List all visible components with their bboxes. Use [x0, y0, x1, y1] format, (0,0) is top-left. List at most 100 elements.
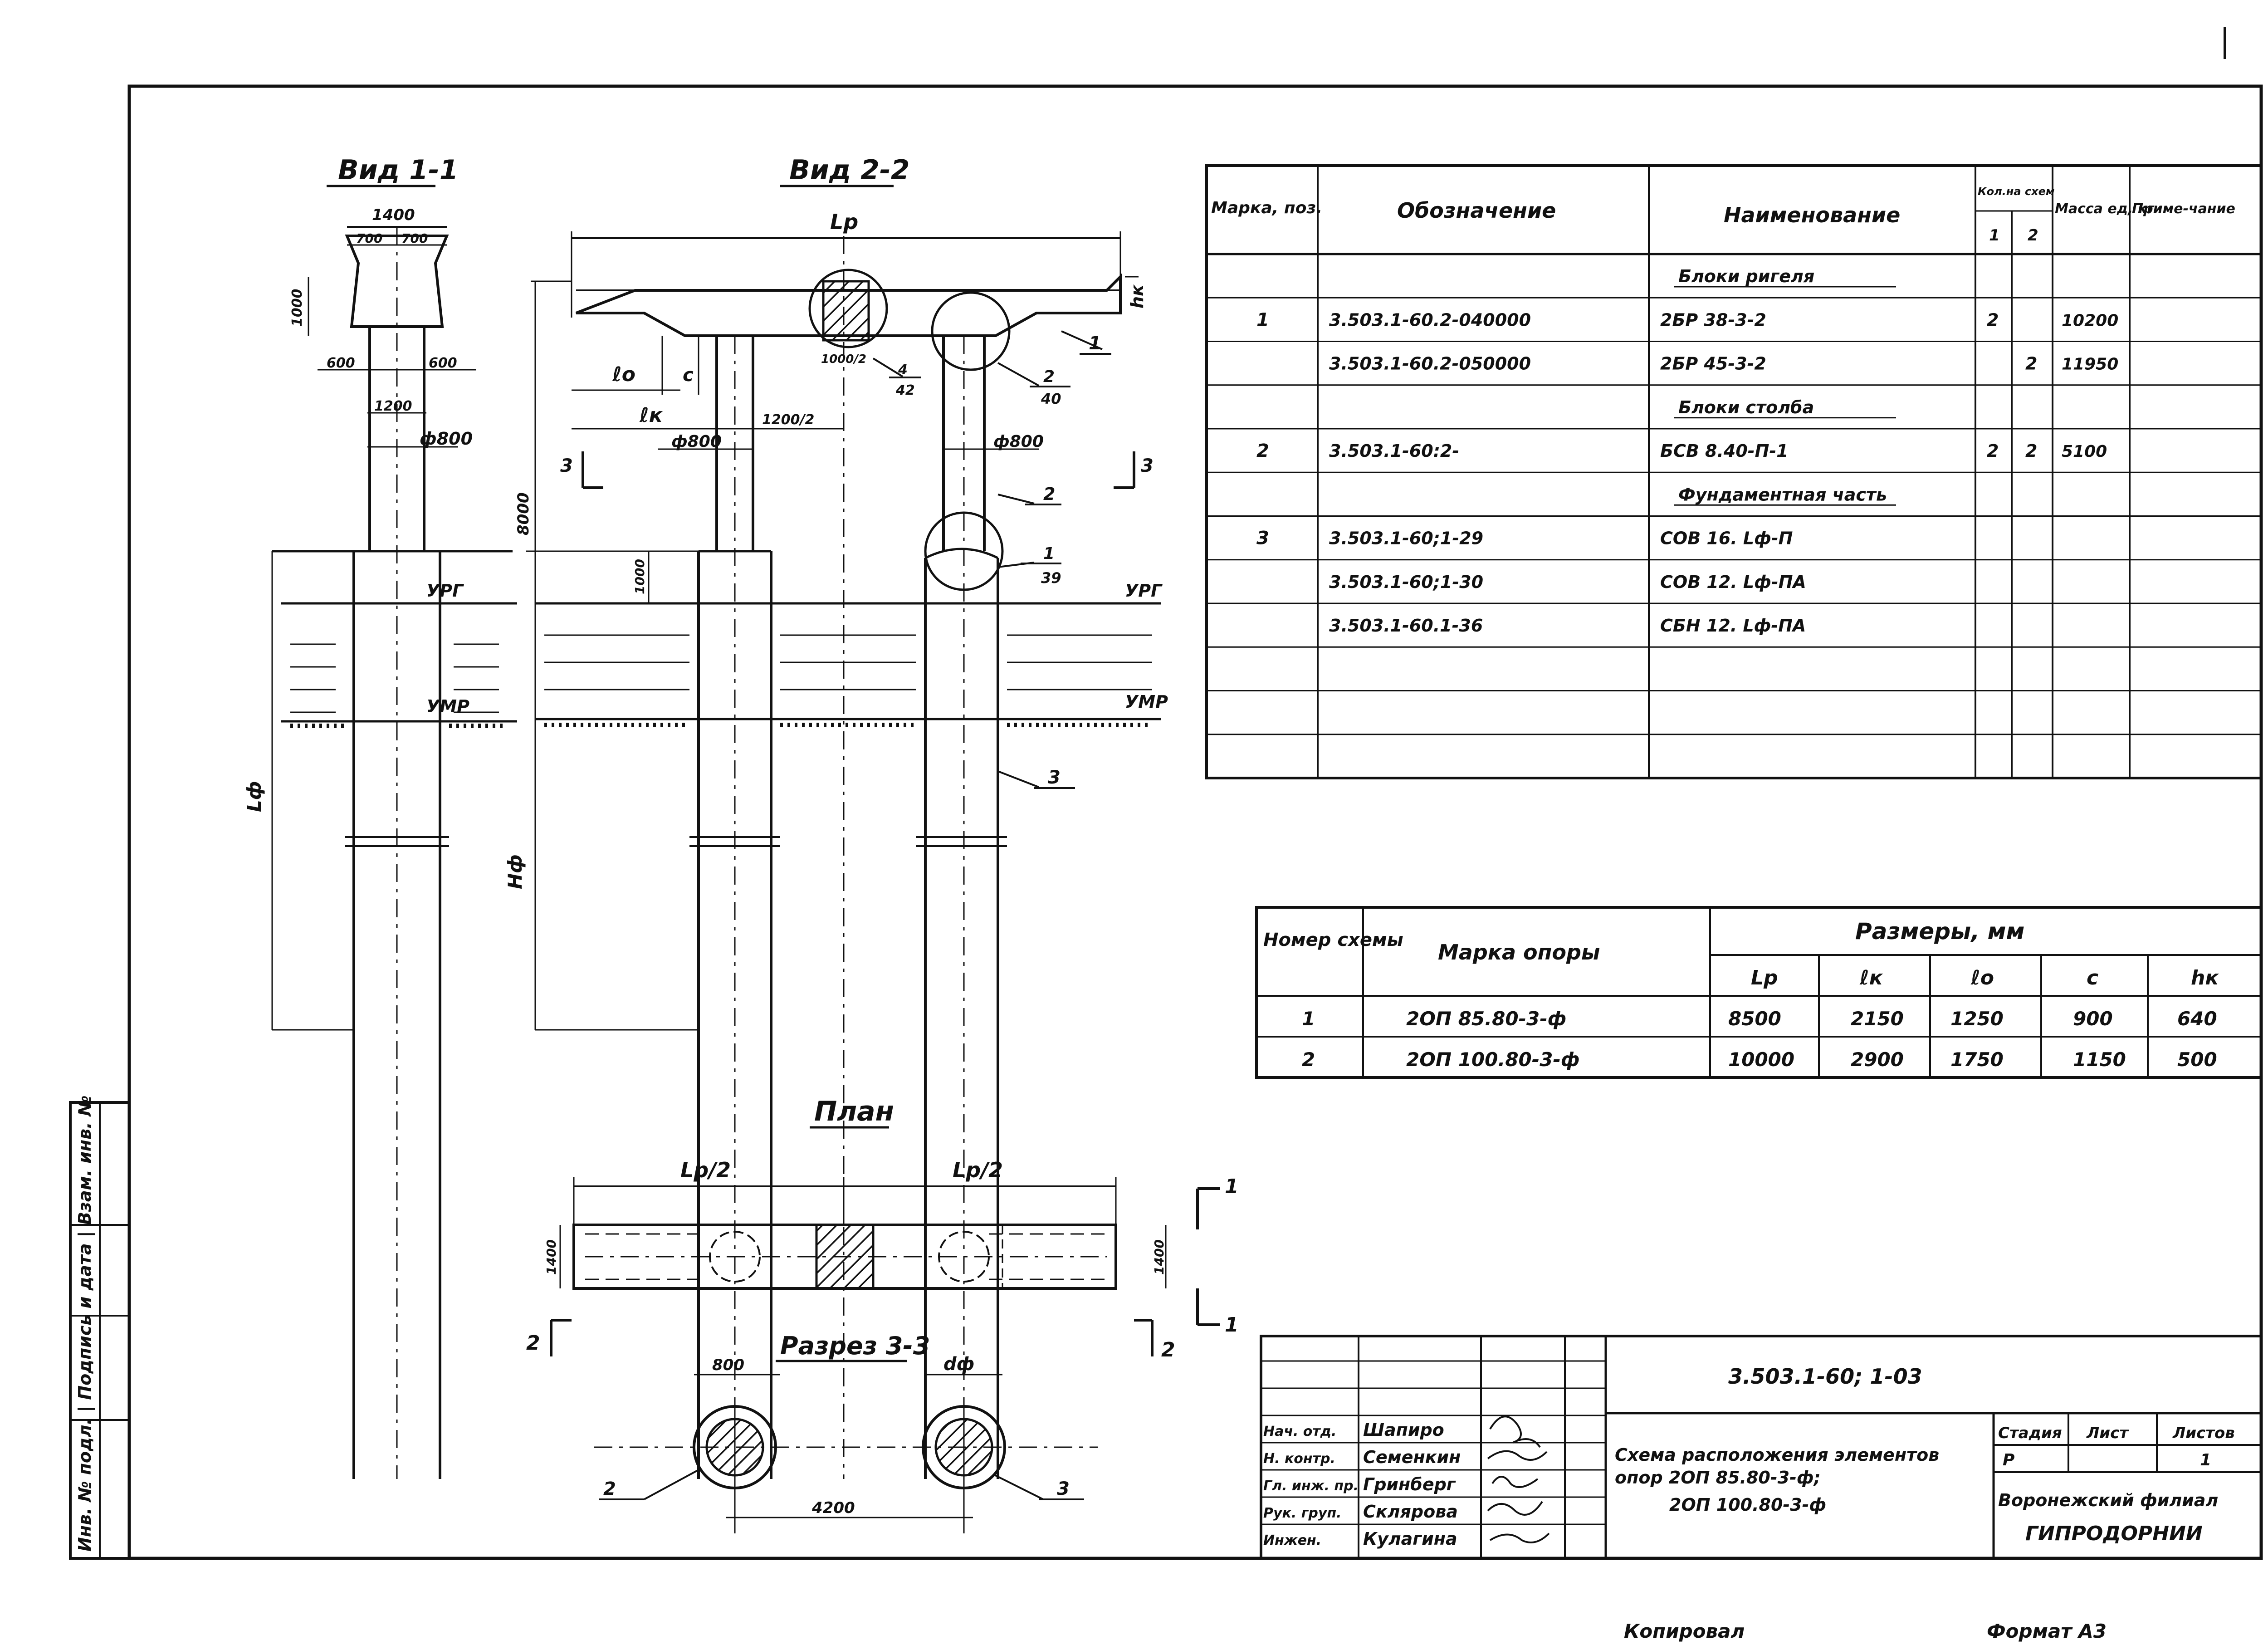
svg-text:Кол.на схем: Кол.на схем — [1978, 185, 2055, 198]
svg-text:ф800: ф800 — [671, 432, 722, 451]
plan-view: План Lр/2 Lр/2 1400 1400 1 1 2 — [526, 1096, 1239, 1361]
size-cell-hk: 640 — [2177, 1008, 2217, 1030]
svg-text:Lф: Lф — [243, 781, 265, 812]
svg-text:Lр/2: Lр/2 — [953, 1158, 1003, 1182]
svg-text:2ОП 100.80-3-ф: 2ОП 100.80-3-ф — [1669, 1495, 1826, 1515]
spec-cell-marka: 3 — [1256, 528, 1269, 549]
stamp-person: Инжен. Кулагина — [1263, 1529, 1457, 1549]
spec-cell-naim: Фундаментная часть — [1678, 485, 1887, 504]
spec-cell-oboz: 3.503.1-60.2-050000 — [1329, 354, 1531, 374]
spec-cell-naim: 2БР 45-3-2 — [1660, 354, 1766, 374]
svg-text:Лист: Лист — [2086, 1424, 2129, 1442]
size-cell-c: 1150 — [2073, 1048, 2126, 1071]
stamp-name: Семенкин — [1363, 1447, 1461, 1467]
stamp-code: 3.503.1-60; 1-03 — [1728, 1364, 1922, 1389]
svg-text:ℓо: ℓо — [1970, 966, 1994, 989]
spec-cell-oboz: 3.503.1-60:2- — [1329, 441, 1459, 461]
stamp-role: Н. контр. — [1263, 1451, 1335, 1467]
spec-row: Блоки столба — [1207, 384, 2261, 419]
svg-text:3: 3 — [1048, 767, 1061, 788]
svg-text:40: 40 — [1041, 390, 1061, 407]
spec-cell-marka: 2 — [1256, 441, 1269, 461]
svg-text:Размеры, мм: Размеры, мм — [1855, 918, 2024, 945]
svg-text:1: 1 — [1989, 226, 2000, 245]
svg-text:УРГ: УРГ — [1125, 581, 1163, 601]
section-3-3-title: Разрез 3-3 — [780, 1332, 930, 1360]
spec-cell-massa: 10200 — [2062, 311, 2118, 330]
svg-text:1200: 1200 — [374, 398, 412, 414]
svg-text:3: 3 — [1141, 455, 1154, 476]
svg-text:Lр/2: Lр/2 — [680, 1158, 731, 1182]
svg-text:1000: 1000 — [289, 289, 305, 327]
svg-text:опор 2ОП 85.80-3-ф;: опор 2ОП 85.80-3-ф; — [1615, 1468, 1821, 1488]
stamp-role: Инжен. — [1263, 1532, 1321, 1548]
svg-text:2: 2 — [1043, 484, 1055, 504]
svg-text:Марка, поз.: Марка, поз. — [1211, 199, 1322, 217]
svg-text:ф800: ф800 — [993, 432, 1044, 451]
svg-text:Наименование: Наименование — [1724, 203, 1900, 227]
svg-text:УМР: УМР — [426, 696, 469, 716]
svg-text:1000: 1000 — [632, 559, 647, 594]
spec-cell-oboz: 3.503.1-60;1-30 — [1329, 572, 1483, 592]
spec-cell-naim: 2БР 38-3-2 — [1660, 310, 1766, 330]
svg-text:с: с — [683, 365, 694, 386]
svg-text:с: с — [2087, 966, 2098, 989]
svg-text:Номер схемы: Номер схемы — [1263, 930, 1403, 950]
svg-text:hк: hк — [2191, 966, 2219, 989]
stamp-name: Склярова — [1363, 1502, 1458, 1522]
svg-text:2: 2 — [526, 1332, 540, 1355]
stamp-person: Рук. груп.Склярова — [1263, 1502, 1458, 1522]
view-2-2: Вид 2-2 Lр hк 1000/2 1 2 40 4 42 ℓо с — [504, 154, 1168, 1479]
view-1-1: Вид 1-1 1400 700 700 1000 600 600 1200 ф… — [243, 154, 517, 1479]
stamp-role: Нач. отд. — [1263, 1424, 1336, 1439]
stamp-name: Гринберг — [1363, 1474, 1456, 1494]
svg-text:УРГ: УРГ — [426, 581, 464, 601]
svg-text:ℓк: ℓк — [639, 404, 663, 427]
svg-text:1400: 1400 — [544, 1239, 559, 1275]
size-cell-n: 1 — [1302, 1008, 1315, 1030]
svg-text:8000: 8000 — [514, 492, 533, 535]
footer-copied: Копировал — [1624, 1620, 1745, 1642]
spec-cell-oboz: 3.503.1-60.2-040000 — [1329, 310, 1531, 330]
svg-text:ГИПРОДОРНИИ: ГИПРОДОРНИИ — [2025, 1522, 2203, 1545]
svg-text:УМР: УМР — [1125, 692, 1168, 712]
spec-cell-k2: 2 — [2025, 441, 2037, 461]
svg-text:hк: hк — [1127, 284, 1147, 308]
svg-text:ℓк: ℓк — [1859, 966, 1883, 989]
svg-text:Lр: Lр — [830, 210, 858, 234]
spec-cell-naim: Блоки ригеля — [1678, 266, 1814, 286]
svg-text:1: 1 — [1225, 1313, 1239, 1337]
spec-cell-massa: 5100 — [2062, 442, 2107, 461]
svg-text:1400: 1400 — [372, 206, 415, 224]
svg-text:Масса ед, кг: Масса ед, кг — [2055, 201, 2155, 217]
svg-text:1400: 1400 — [1152, 1239, 1167, 1275]
size-cell-marka: 2ОП 100.80-3-ф — [1406, 1048, 1580, 1071]
stamp-name: Кулагина — [1363, 1529, 1457, 1549]
svg-text:Lр: Lр — [1751, 966, 1778, 989]
svg-text:4200: 4200 — [811, 1499, 855, 1517]
svg-text:Стадия: Стадия — [1998, 1424, 2062, 1442]
svg-text:ℓо: ℓо — [612, 363, 635, 386]
spec-cell-naim: Блоки столба — [1678, 397, 1814, 417]
spec-cell-massa: 11950 — [2062, 355, 2118, 374]
svg-text:600: 600 — [429, 355, 457, 371]
stamp-person: Нач. отд. Шапиро — [1263, 1420, 1444, 1440]
svg-text:1: 1 — [1089, 333, 1101, 354]
size-cell-lk: 2900 — [1851, 1048, 1904, 1071]
svg-text:2: 2 — [2028, 226, 2038, 245]
svg-text:1: 1 — [2200, 1451, 2211, 1469]
sizes-table: Номер схемы Марка опоры Размеры, мм Lр ℓ… — [1255, 906, 2263, 1079]
spec-row: Блоки ригеля — [1674, 266, 1896, 288]
stamp-person: Н. контр. Семенкин — [1263, 1447, 1461, 1467]
svg-text:600: 600 — [327, 355, 355, 371]
spec-cell-k1: 2 — [1987, 310, 1999, 330]
stamp-name: Шапиро — [1363, 1420, 1444, 1440]
svg-text:Марка опоры: Марка опоры — [1438, 940, 1600, 964]
svg-text:2: 2 — [1161, 1338, 1175, 1361]
